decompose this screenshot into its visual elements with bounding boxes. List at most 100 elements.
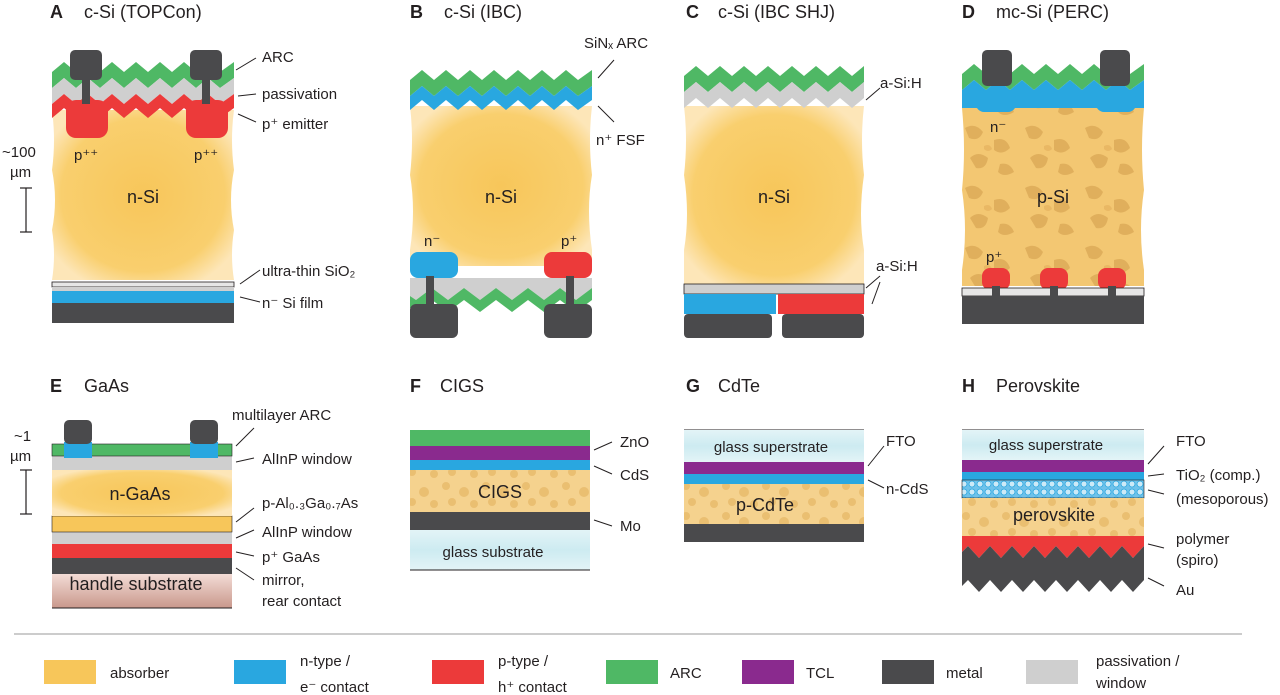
f-zno-layer xyxy=(410,430,590,446)
g-fto-label: FTO xyxy=(886,433,916,450)
d-n-bump-left xyxy=(976,90,1016,112)
a-absorber-label: n-Si xyxy=(127,187,159,207)
e-contact-left xyxy=(64,420,92,444)
e-arc-layer xyxy=(51,443,233,457)
d-n-bump-right xyxy=(1096,90,1136,112)
d-via-1 xyxy=(992,286,1000,298)
d-p-contact-2 xyxy=(1040,268,1068,290)
c-p-tcl xyxy=(778,294,864,314)
h-leader-lines xyxy=(1147,445,1165,587)
panel-g-title: CdTe xyxy=(718,376,760,396)
a-contact-left xyxy=(70,50,102,80)
a-film-label: n⁻ Si film xyxy=(262,295,323,312)
f-leader-lines xyxy=(593,441,613,527)
a-contact-right xyxy=(190,50,222,80)
g-back-metal xyxy=(684,524,864,542)
panel-d-letter: D xyxy=(962,2,975,22)
a-rear-metal xyxy=(52,303,234,323)
b-absorber-label: n-Si xyxy=(485,187,517,207)
c-p-metal xyxy=(782,314,864,338)
e-pgaas-label: p⁺ GaAs xyxy=(262,549,320,566)
g-absorber xyxy=(684,484,864,524)
f-tcl-layer xyxy=(410,446,590,460)
a-sio2-label: ultra-thin SiO₂ xyxy=(262,263,356,280)
h-absorber xyxy=(962,498,1144,536)
f-cds-label: CdS xyxy=(620,467,649,484)
g-ncds-layer xyxy=(684,474,864,484)
e-leader-lines xyxy=(235,427,255,581)
b-arc-layer xyxy=(410,70,592,96)
panel-f-title: CIGS xyxy=(440,376,484,396)
b-n-via xyxy=(426,276,434,308)
e-absorber-label: n-GaAs xyxy=(109,484,170,504)
b-rear-passivation xyxy=(410,278,592,300)
legend-swatch-n-type xyxy=(234,660,286,684)
legend-swatch-arc xyxy=(606,660,658,684)
legend-swatch-metal xyxy=(882,660,934,684)
e-scale-bar xyxy=(20,469,32,515)
panel-e-letter: E xyxy=(50,376,62,396)
panel-b: B c-Si (IBC) n-Si n⁻ p⁺ SiNₓ ARC n⁺ FSF xyxy=(410,2,648,338)
panel-b-letter: B xyxy=(410,2,423,22)
h-polymer-label-1: polymer xyxy=(1176,531,1229,548)
e-algaas-layer xyxy=(51,515,233,533)
h-fto-layer xyxy=(962,460,1144,472)
d-rear-metal xyxy=(962,296,1144,324)
c-asi-top-label: a-Si:H xyxy=(880,75,922,92)
legend-p-type-label-2: h⁺ contact xyxy=(498,679,568,695)
panel-d-title: mc-Si (PERC) xyxy=(996,2,1109,22)
e-contact-left-cap xyxy=(64,442,92,458)
f-cds-layer xyxy=(410,460,590,470)
g-glass-superstrate xyxy=(684,430,864,462)
b-fsf-layer xyxy=(410,86,592,110)
panel-h: H Perovskite glass superstrate perovskit… xyxy=(961,376,1269,599)
c-asi-bottom-label: a-Si:H xyxy=(876,258,918,275)
e-handle-label: handle substrate xyxy=(69,574,202,594)
b-sinx-label: SiNₓ ARC xyxy=(584,35,648,52)
e-handle-substrate xyxy=(52,574,232,608)
a-finger-left xyxy=(82,74,90,104)
e-contact-right-cap xyxy=(190,442,218,458)
f-zno-label: ZnO xyxy=(620,434,649,451)
panel-a-title: c-Si (TOPCon) xyxy=(84,2,202,22)
g-fto-layer xyxy=(684,462,864,474)
legend-swatch-passivation xyxy=(1026,660,1078,684)
legend: absorber n-type / e⁻ contact p-type / h⁺… xyxy=(44,653,1180,695)
c-n-tcl xyxy=(684,294,776,314)
f-mo-layer xyxy=(410,512,590,530)
legend-swatch-tcl xyxy=(742,660,794,684)
d-contact-left xyxy=(982,50,1012,86)
a-scale-value: ~100 xyxy=(2,144,36,161)
h-au-layer xyxy=(962,546,1144,592)
e-arc-label: multilayer ARC xyxy=(232,407,331,424)
b-p-metal xyxy=(544,304,592,338)
c-arc-layer xyxy=(684,66,864,92)
d-p-label: p⁺ xyxy=(986,249,1002,266)
b-p-via xyxy=(566,276,574,308)
c-absorber-label: n-Si xyxy=(758,187,790,207)
panel-c-title: c-Si (IBC SHJ) xyxy=(718,2,835,22)
panel-g-letter: G xyxy=(686,376,700,396)
legend-passivation-label-1: passivation / xyxy=(1096,653,1180,670)
e-scale-value: ~1 xyxy=(14,428,31,445)
legend-tcl-label: TCL xyxy=(806,665,834,682)
c-n-metal xyxy=(684,314,772,338)
e-window2-label: AlInP window xyxy=(262,524,352,541)
g-leader-lines xyxy=(867,445,885,489)
e-mirror-label-2: rear contact xyxy=(262,593,342,610)
c-leader-lines xyxy=(865,87,881,305)
b-n-metal xyxy=(410,304,458,338)
c-asi-bottom-layer xyxy=(683,283,865,295)
panel-a: A c-Si (TOPCon) p⁺⁺ p⁺⁺ n-Si ~100 µm xyxy=(2,2,356,323)
a-pp-left-label: p⁺⁺ xyxy=(74,147,98,164)
panel-d: D mc-Si (PERC) n⁻ p-Si p⁺ xyxy=(961,2,1145,324)
h-glass-label: glass superstrate xyxy=(989,437,1103,454)
g-glass-label: glass superstrate xyxy=(714,439,828,456)
e-scale-unit: µm xyxy=(10,448,31,465)
panel-b-title: c-Si (IBC) xyxy=(444,2,522,22)
d-n-label: n⁻ xyxy=(990,119,1006,136)
f-absorber-label: CIGS xyxy=(478,482,522,502)
c-asi-top-layer xyxy=(684,82,864,108)
legend-p-type-label-1: p-type / xyxy=(498,653,549,670)
